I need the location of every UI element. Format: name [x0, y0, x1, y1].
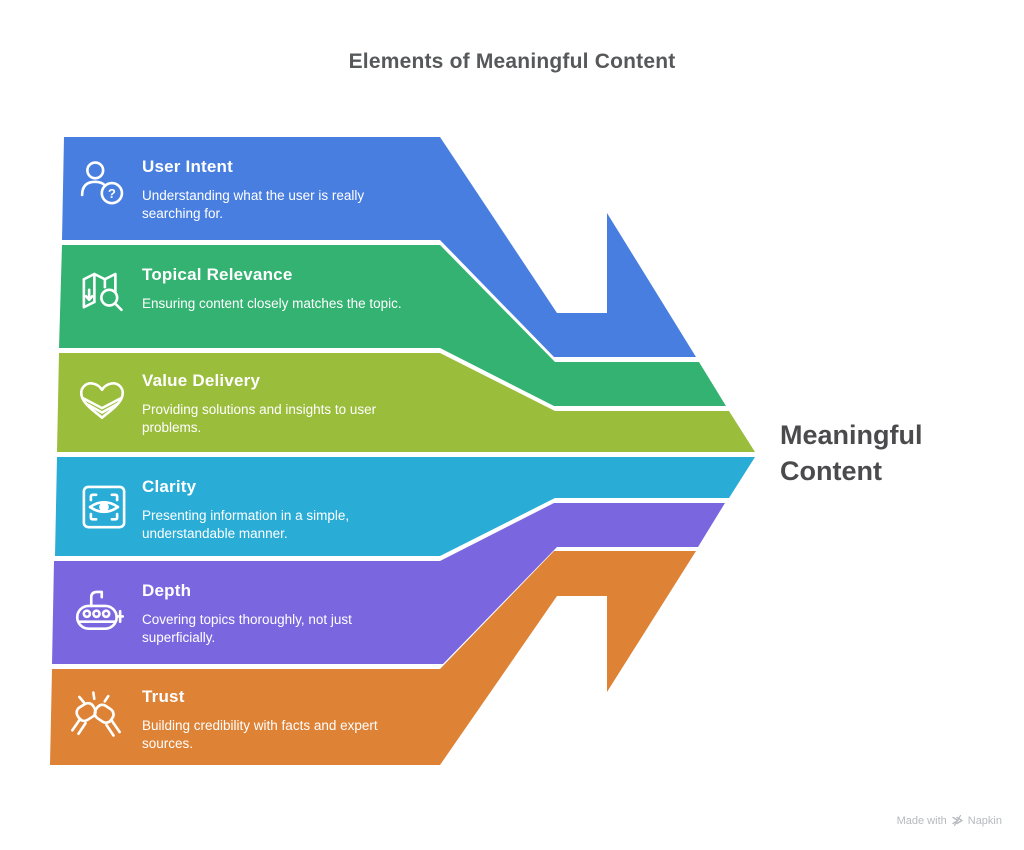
band-description: Providing solutions and insights to user… — [142, 402, 377, 435]
ribbon-user-intent — [62, 137, 696, 357]
band-clarity: Clarity Presenting information in a simp… — [142, 477, 414, 543]
map-search-icon — [76, 267, 132, 323]
page-title: Elements of Meaningful Content — [348, 50, 676, 73]
band-title: Topical Relevance — [142, 265, 293, 284]
band-description: Ensuring content closely matches the top… — [142, 296, 402, 311]
svg-text:?: ? — [108, 186, 116, 201]
band-trust: Trust Building credibility with facts an… — [142, 687, 414, 753]
submarine-icon — [72, 584, 128, 640]
band-description: Covering topics thoroughly, not just sup… — [142, 612, 352, 645]
eye-scan-icon — [76, 479, 132, 535]
watermark-brand: Napkin — [967, 814, 1002, 827]
result-label: Meaningful Content — [780, 420, 923, 486]
band-title: Value Delivery — [142, 371, 261, 390]
watermark-prefix: Made with — [896, 814, 947, 827]
person-question-icon: ? — [76, 159, 132, 215]
band-description: Understanding what the user is really se… — [142, 188, 365, 221]
band-user-intent: User Intent Understanding what the user … — [142, 157, 414, 223]
ribbon-clarity — [55, 457, 755, 556]
ribbon-topical-relevance — [59, 245, 726, 406]
ribbon-trust — [50, 551, 696, 765]
band-description: Building credibility with facts and expe… — [142, 718, 378, 751]
band-title: Depth — [142, 581, 192, 600]
band-title: User Intent — [142, 157, 233, 176]
band-value-delivery: Value Delivery Providing solutions and i… — [142, 371, 414, 437]
band-depth: Depth Covering topics thoroughly, not ju… — [142, 581, 414, 647]
band-title: Clarity — [142, 477, 197, 496]
band-description: Presenting information in a simple, unde… — [142, 508, 350, 541]
watermark: Made with Napkin — [897, 814, 1002, 827]
fist-bump-icon — [68, 690, 124, 746]
band-title: Trust — [142, 687, 185, 706]
ribbon-value-delivery — [57, 353, 755, 452]
napkin-logo-icon — [951, 814, 964, 827]
band-topical-relevance: Topical Relevance Ensuring content close… — [142, 265, 414, 313]
layered-heart-icon — [74, 374, 130, 430]
ribbon-depth — [52, 503, 725, 664]
